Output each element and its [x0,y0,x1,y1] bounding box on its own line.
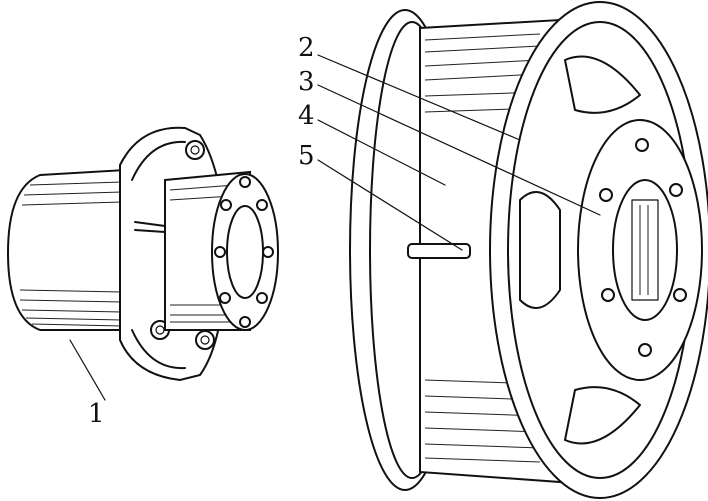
wheel-rim-assembly [349,1,708,499]
callout-2: 2 [298,33,315,63]
leader-3 [317,84,601,216]
callout-4: 4 [298,101,315,131]
leader-5 [317,159,463,251]
hub-drum-hatching [19,181,123,327]
leader-1 [69,339,106,401]
leader-4 [317,119,446,186]
valve-stem [407,243,471,259]
spoke-openings [519,55,641,445]
leader-2 [317,54,521,141]
rim-barrel-hatching [424,33,541,463]
disc-bolt-holes [599,138,687,357]
center-bore [631,199,659,301]
wheel-hub [6,126,279,382]
callout-5: 5 [298,141,315,171]
flange-studs [134,140,215,350]
callout-3: 3 [298,67,315,97]
leader-lines [69,54,601,401]
callout-1: 1 [88,399,105,429]
hub-bolts [214,176,274,328]
callout-labels: 1 2 3 4 5 [88,33,315,429]
